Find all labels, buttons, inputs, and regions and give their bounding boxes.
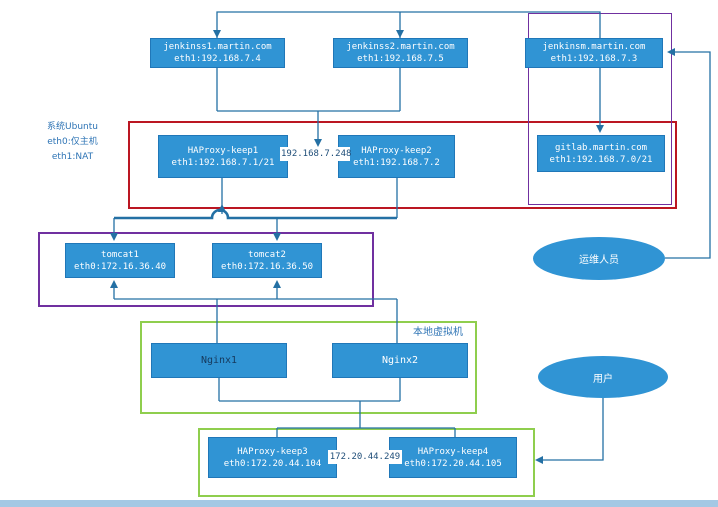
node-ip-label: eth0:172.16.36.40 <box>73 261 167 272</box>
group-haproxy-local-frame <box>198 428 535 497</box>
environment-note-line2: eth0:仅主机 <box>47 137 98 147</box>
node-ip-label: eth1:192.168.7.0/21 <box>549 154 653 165</box>
actor-user-ellipse: 用户 <box>538 356 668 398</box>
node-ip-label: eth1:192.168.7.1/21 <box>171 157 275 168</box>
node-name-label: Nginx1 <box>200 354 238 366</box>
node-haproxy-keep3: HAProxy-keep3 eth0:172.20.44.104 <box>208 437 337 478</box>
environment-note-line3: eth1:NAT <box>51 152 94 162</box>
node-nginx2: Nginx2 <box>332 343 468 378</box>
node-haproxy-keep4: HAProxy-keep4 eth0:172.20.44.105 <box>389 437 517 478</box>
node-name-label: tomcat1 <box>101 249 139 260</box>
node-tomcat1: tomcat1 eth0:172.16.36.40 <box>65 243 175 278</box>
node-name-label: HAProxy-keep1 <box>187 145 259 156</box>
node-haproxy-keep2: HAProxy-keep2 eth1:192.168.7.2 <box>338 135 455 178</box>
node-name-label: Nginx2 <box>381 354 419 366</box>
group-tomcat-frame <box>38 232 374 307</box>
bottom-edge-bar <box>0 500 718 507</box>
node-name-label: HAProxy-keep3 <box>237 446 308 457</box>
node-name-label: tomcat2 <box>248 249 286 260</box>
node-name-label: jenkinss1.martin.com <box>163 42 272 52</box>
node-name-label: jenkinss2.martin.com <box>346 42 455 52</box>
node-ip-label: eth1:192.168.7.4 <box>174 54 261 64</box>
vip-address-label-top: 192.168.7.248 <box>280 147 352 161</box>
node-ip-label: eth1:192.168.7.3 <box>550 54 638 64</box>
node-ip-label: eth0:172.16.36.50 <box>220 261 314 272</box>
node-name-label: HAProxy-keep2 <box>361 145 432 156</box>
node-name-label: jenkinsm.martin.com <box>542 42 646 52</box>
node-name-label: gitlab.martin.com <box>554 142 648 153</box>
actor-ops-ellipse: 运维人员 <box>533 237 665 280</box>
node-name-label: HAProxy-keep4 <box>417 446 489 457</box>
environment-note-line1: 系统Ubuntu <box>47 122 98 132</box>
node-ip-label: eth1:192.168.7.2 <box>353 157 440 168</box>
node-ip-label: eth1:192.168.7.5 <box>357 54 444 64</box>
node-tomcat2: tomcat2 eth0:172.16.36.50 <box>212 243 322 278</box>
actor-ops-label: 运维人员 <box>579 255 619 266</box>
group-nginx-frame <box>140 321 477 414</box>
environment-note: 系统Ubuntu eth0:仅主机 eth1:NAT <box>25 120 120 165</box>
local-vm-note: 本地虚拟机 <box>413 327 463 338</box>
vip-address-label-bottom: 172.20.44.249 <box>328 450 402 464</box>
node-haproxy-keep1: HAProxy-keep1 eth1:192.168.7.1/21 <box>158 135 288 178</box>
node-ip-label: eth0:172.20.44.104 <box>223 458 322 469</box>
node-jenkinsm: jenkinsm.martin.com eth1:192.168.7.3 <box>525 38 663 68</box>
node-ip-label: eth0:172.20.44.105 <box>404 458 502 469</box>
node-gitlab: gitlab.martin.com eth1:192.168.7.0/21 <box>537 135 665 172</box>
node-nginx1: Nginx1 <box>151 343 287 378</box>
group-haproxy-vip-frame <box>128 121 677 209</box>
actor-user-label: 用户 <box>593 373 613 385</box>
node-jenkinss1: jenkinss1.martin.com eth1:192.168.7.4 <box>150 38 285 68</box>
node-jenkinss2: jenkinss2.martin.com eth1:192.168.7.5 <box>333 38 468 68</box>
